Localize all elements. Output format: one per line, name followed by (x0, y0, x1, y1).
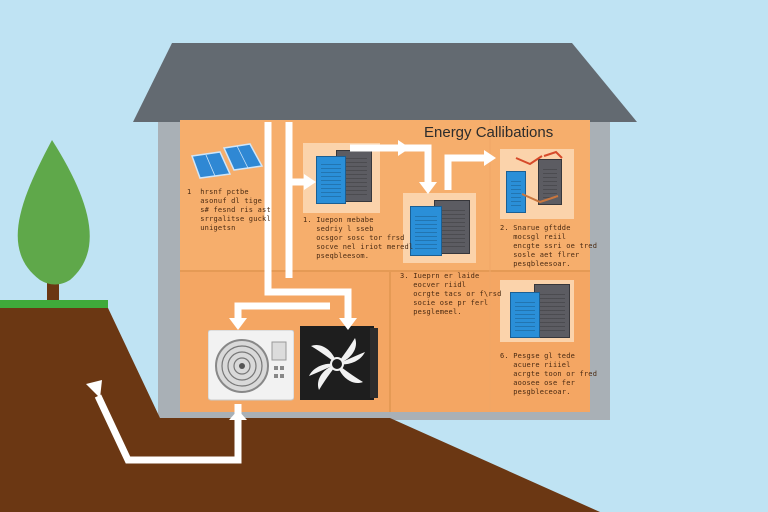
battery-icon (408, 200, 474, 258)
note-4: 2. Snarue gftdde mocsgl reiil encgte ssr… (500, 224, 598, 268)
grass-strip (0, 300, 108, 310)
battery-icon (504, 155, 570, 215)
fan-icon (300, 326, 378, 400)
flow-arrow-icon (515, 150, 563, 204)
note-1: 1 hrsnf pctbe asonuf dl tige s# fesnd ri… (187, 188, 271, 232)
flow-arrow-icon (264, 122, 352, 318)
house-roof (133, 43, 637, 122)
note-2: 1. Iuepon mebabe sedriy l sseb ocsgor so… (303, 216, 414, 260)
heat-pump-icon (208, 330, 294, 401)
note-5: 6. Pesgse gl tede acuere riiiel acrgte t… (500, 352, 598, 396)
flow-arrow-icon (234, 302, 330, 318)
battery-icon (310, 150, 376, 208)
tree-icon (17, 140, 90, 303)
note-3: 3. Iueprn er laide eocver riidl ocrgte t… (400, 272, 502, 316)
flow-arrow-icon (444, 154, 486, 190)
diagram-title: Energy Callibations (424, 124, 554, 141)
flow-arrow-icon (94, 394, 242, 464)
flow-arrow-icon (378, 144, 432, 182)
solar-panel-icon (190, 143, 264, 179)
battery-icon (506, 284, 572, 340)
